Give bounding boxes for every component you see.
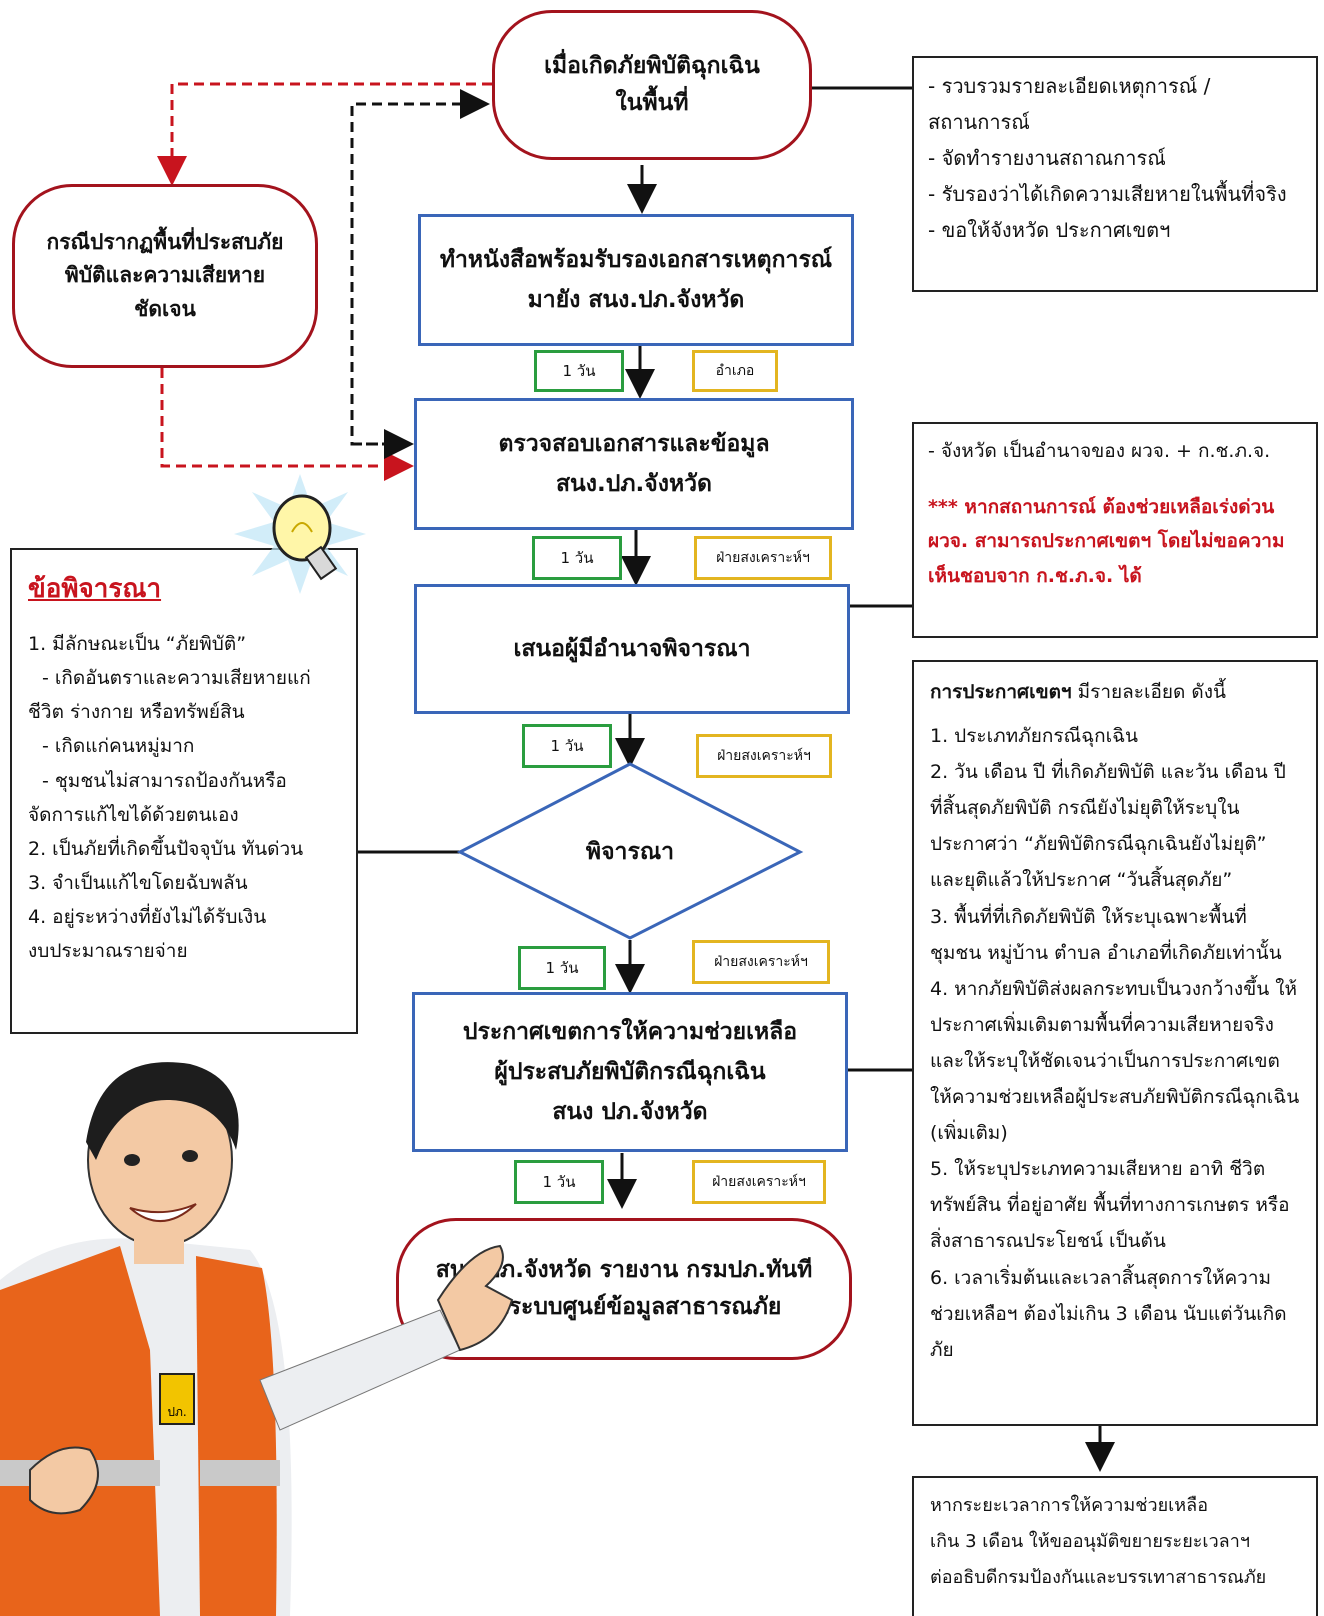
note-top-line-4: - รับรองว่าได้เกิดความเสียหายในพื้นที่จร…: [928, 182, 1287, 206]
duration-badge-2: 1 วัน: [532, 536, 622, 580]
start-node: เมื่อเกิดภัยพิบัติฉุกเฉิน ในพื้นที่: [492, 10, 812, 160]
consider-line: 3. จำเป็นแก้ไขโดยฉับพลัน: [28, 872, 248, 895]
extension-line-2: เกิน 3 เดือน ให้ขออนุมัติขยายระยะเวลาฯ: [930, 1531, 1250, 1552]
urgent-line-2: ผวจ. สามารถประกาศเขตฯ โดยไม่ขอความ: [928, 530, 1285, 553]
step-propose-authority: เสนอผู้มีอำนาจพิจารณา: [414, 584, 850, 714]
announcement-item: 6. เวลาเริ่มต้นและเวลาสิ้นสุดการให้ความช…: [930, 1266, 1287, 1361]
announcement-heading: การประกาศเขตฯ: [930, 681, 1072, 703]
extension-line-1: หากระยะเวลาการให้ความช่วยเหลือ: [930, 1495, 1208, 1516]
step-verify-documents: ตรวจสอบเอกสารและข้อมูล สนง.ปภ.จังหวัด: [414, 398, 854, 530]
duration-badge-5: 1 วัน: [514, 1160, 604, 1204]
note-top-line-3: - จัดทำรายงานสถาณการณ์: [928, 146, 1166, 170]
announcement-heading-rest: มีรายละเอียด ดังนี้: [1071, 681, 1227, 703]
extension-line-3: ต่ออธิบดีกรมป้องกันและบรรเทาสาธารณภัย: [930, 1567, 1267, 1588]
step4-line-1: ประกาศเขตการให้ความช่วยเหลือ: [462, 1018, 798, 1045]
consider-line: - เกิดอันตราและความเสียหายแก่: [42, 666, 311, 689]
consider-line: งบประมาณรายจ่าย: [28, 940, 188, 963]
end-line-2: ผ่านระบบศูนย์ข้อมูลสาธารณภัย: [466, 1294, 782, 1320]
side-case-line-2: พิบัติและความเสียหาย: [64, 263, 266, 288]
urgent-line-1: *** หากสถานการณ์ ต้องช่วยเหลือเร่งด่วน: [928, 496, 1275, 519]
urgent-line-3: เห็นชอบจาก ก.ช.ภ.จ. ได้: [928, 564, 1142, 587]
unit-badge-5: ฝ่ายสงเคราะห์ฯ: [692, 1160, 826, 1204]
decision-label: พิจารณา: [585, 839, 675, 865]
step-declare-zone: ประกาศเขตการให้ความช่วยเหลือ ผู้ประสบภัย…: [412, 992, 848, 1152]
authority-line: - จังหวัด เป็นอำนาจของ ผวจ. + ก.ช.ภ.จ.: [928, 440, 1271, 462]
step1-line-2: มายัง สนง.ปภ.จังหวัด: [527, 287, 745, 313]
announcement-item: 1. ประเภทภัยกรณีฉุกเฉิน: [930, 725, 1139, 748]
note-top-line-2: สถานการณ์: [928, 110, 1030, 134]
svg-text:ปภ.: ปภ.: [167, 1405, 186, 1419]
announcement-item: 4. หากภัยพิบัติส่งผลกระทบเป็นวงกว้างขึ้น…: [930, 977, 1300, 1145]
considerations-box: ข้อพิจารณา 1. มีลักษณะเป็น “ภัยพิบัติ” -…: [10, 548, 358, 1034]
consider-line: 4. อยู่ระหว่างที่ยังไม่ได้รับเงิน: [28, 906, 267, 929]
duration-badge-3: 1 วัน: [522, 724, 612, 768]
consider-line: จัดการแก้ไขได้ด้วยตนเอง: [28, 803, 239, 826]
announcement-details: การประกาศเขตฯ มีรายละเอียด ดังนี้ 1. ประ…: [912, 660, 1318, 1426]
unit-badge-3: ฝ่ายสงเคราะห์ฯ: [696, 734, 832, 778]
step4-line-3: สนง ปภ.จังหวัด: [552, 1099, 708, 1126]
consider-line: 2. เป็นภัยที่เกิดขึ้นปัจจุบัน ทันด่วน: [28, 837, 304, 860]
consider-line: 1. มีลักษณะเป็น “ภัยพิบัติ”: [28, 632, 247, 655]
note-report-steps: - รวบรวมรายละเอียดเหตุการณ์ / สถานการณ์ …: [912, 56, 1318, 292]
step1-line-1: ทำหนังสือพร้อมรับรองเอกสารเหตุการณ์: [439, 246, 833, 273]
step4-line-2: ผู้ประสบภัยพิบัติกรณีฉุกเฉิน: [494, 1058, 766, 1085]
considerations-title: ข้อพิจารณา: [28, 574, 162, 604]
presenter-illustration: ปภ.: [0, 1062, 514, 1616]
unit-badge-2: ฝ่ายสงเคราะห์ฯ: [694, 536, 832, 580]
dashed-start-to-case: [157, 82, 492, 186]
step2-line-1: ตรวจสอบเอกสารและข้อมูล: [498, 430, 770, 457]
announcement-item: 3. พื้นที่ที่เกิดภัยพิบัติ ให้ระบุเฉพาะพ…: [930, 905, 1282, 964]
side-case-line-1: กรณีปรากฏพื้นที่ประสบภัย: [46, 229, 284, 254]
consider-line: - เกิดแก่คนหมู่มาก: [42, 735, 195, 758]
announcement-item: 5. ให้ระบุประเภทความเสียหาย อาทิ ชีวิต ท…: [930, 1158, 1290, 1253]
note-top-line-5: - ขอให้จังหวัด ประกาศเขตฯ: [928, 218, 1171, 242]
unit-badge-1: อำเภอ: [692, 350, 778, 392]
light-bulb-icon: [234, 474, 366, 594]
step2-line-2: สนง.ปภ.จังหวัด: [556, 471, 712, 497]
duration-badge-4: 1 วัน: [518, 946, 606, 990]
consider-line: ชีวิต ร่างกาย หรือทรัพย์สิน: [28, 701, 245, 724]
dashed-case-to-step2: [160, 368, 414, 481]
unit-badge-4: ฝ่ายสงเคราะห์ฯ: [692, 940, 830, 984]
announcement-item: 2. วัน เดือน ปี ที่เกิดภัยพิบัติ และวัน …: [930, 761, 1286, 892]
start-line-2: ในพื้นที่: [615, 90, 689, 116]
step-prepare-letter: ทำหนังสือพร้อมรับรองเอกสารเหตุการณ์ มายั…: [418, 214, 854, 346]
note-extension: หากระยะเวลาการให้ความช่วยเหลือ เกิน 3 เด…: [912, 1476, 1318, 1616]
dpm-badge-icon: [159, 1373, 195, 1425]
side-case-line-3: ชัดเจน: [134, 296, 196, 321]
side-case-node: กรณีปรากฏพื้นที่ประสบภัย พิบัติและความเส…: [12, 184, 318, 368]
duration-badge-1: 1 วัน: [534, 350, 624, 392]
consider-line: - ชุมชนไม่สามารถป้องกันหรือ: [42, 769, 287, 792]
start-line-1: เมื่อเกิดภัยพิบัติฉุกเฉิน: [544, 53, 760, 80]
dashed-loop-to-start: [350, 89, 490, 446]
step3-line-1: เสนอผู้มีอำนาจพิจารณา: [513, 635, 751, 662]
decision-diamond: [456, 762, 804, 940]
note-authority: - จังหวัด เป็นอำนาจของ ผวจ. + ก.ช.ภ.จ. *…: [912, 422, 1318, 638]
note-top-line-1: - รวบรวมรายละเอียดเหตุการณ์ /: [928, 74, 1211, 98]
